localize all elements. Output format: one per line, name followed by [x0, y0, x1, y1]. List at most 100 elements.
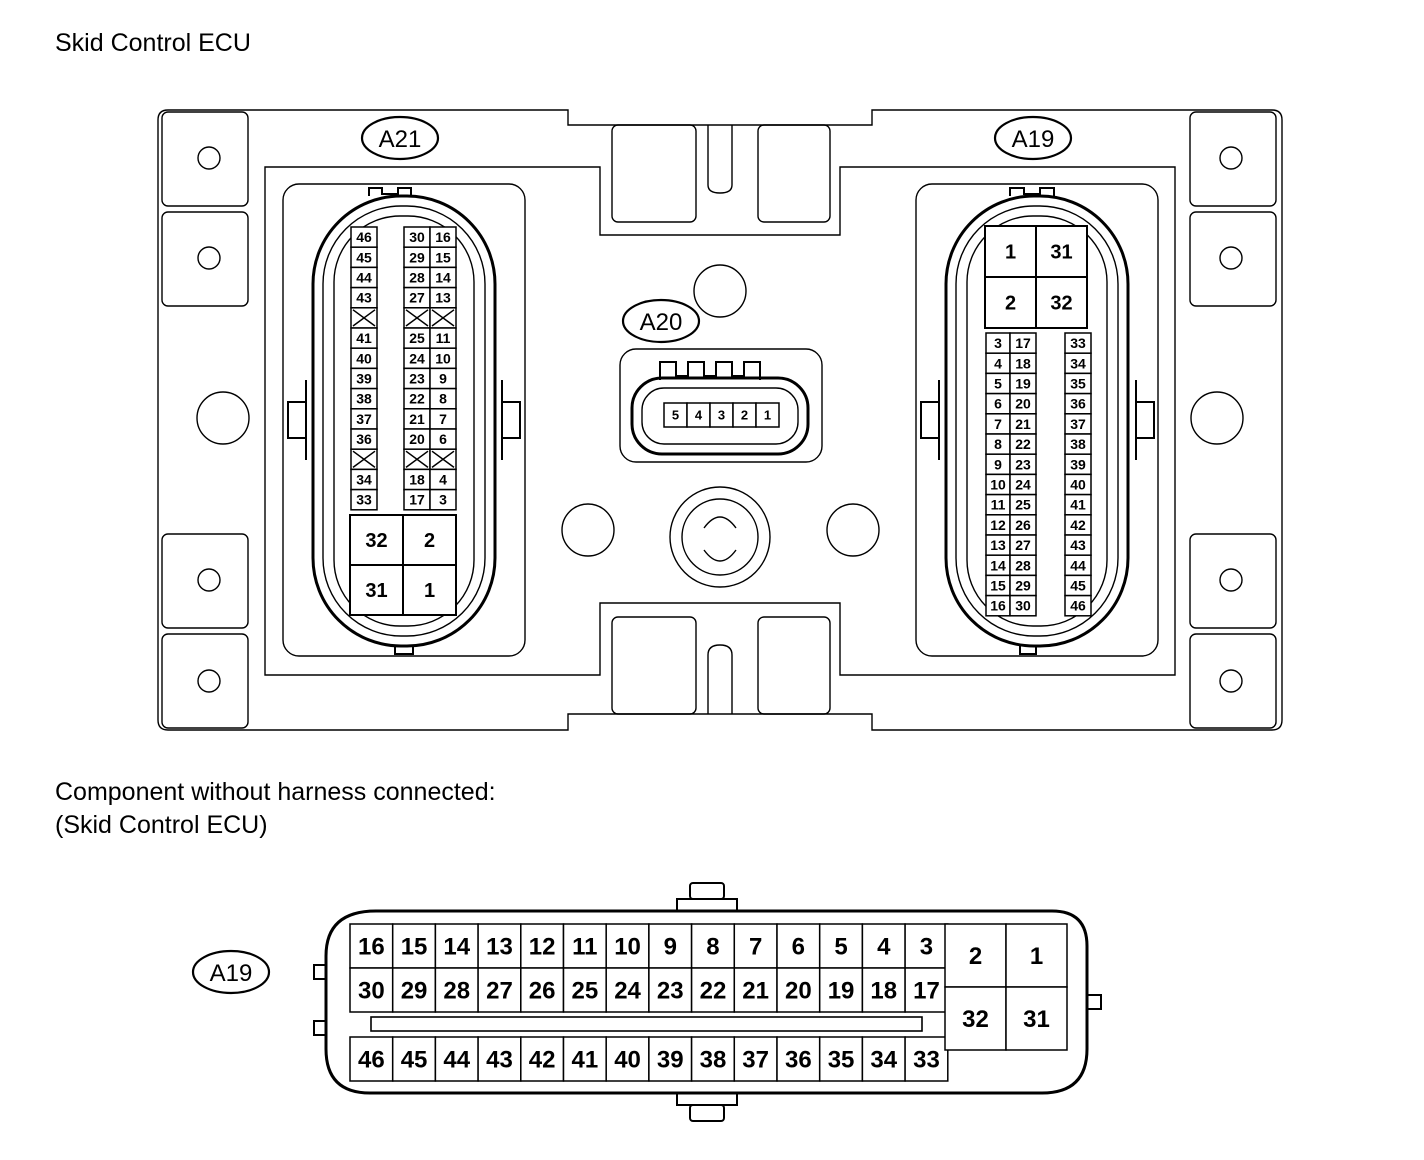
a19-label-bubble [993, 115, 1073, 161]
pin-number: 18 [409, 472, 425, 488]
a19-front-pin: 27 [477, 967, 522, 1013]
a19-pin: 38 [1064, 433, 1092, 455]
a21-pin: 9 [429, 367, 457, 390]
pin-number: 32 [962, 1006, 989, 1033]
a19-front-pin-large: 1 [1005, 923, 1068, 988]
a19-pin: 41 [1064, 493, 1092, 516]
pin-number: 1 [1030, 943, 1043, 970]
a19-pin: 33 [1064, 332, 1092, 354]
pin-number: 5 [994, 376, 1002, 392]
pin-number: 36 [356, 431, 372, 447]
pin-number: 11 [991, 497, 1006, 513]
pin-number: 42 [529, 1047, 556, 1074]
pin-number: 13 [486, 934, 513, 961]
pin-number: 39 [657, 1047, 684, 1074]
a19-front-pin: 36 [776, 1036, 821, 1082]
a21-pin: 10 [429, 347, 457, 370]
pin-number: 6 [994, 396, 1002, 412]
pin-number: 2 [1005, 293, 1016, 315]
pin-number: 27 [1015, 537, 1031, 553]
pin-number: 2 [741, 408, 748, 423]
pin-number: 4 [877, 934, 891, 961]
pin-number: 38 [1070, 436, 1086, 452]
a19-pin: 11 [985, 493, 1011, 516]
pin-number: 45 [401, 1047, 428, 1074]
pin-number: 45 [356, 249, 372, 265]
pin-number: 27 [409, 290, 425, 306]
a19-pin: 12 [985, 514, 1011, 536]
pin-number: 31 [1050, 242, 1072, 264]
pin-number: 44 [443, 1047, 470, 1074]
pin-number: 32 [1050, 293, 1072, 315]
pin-number: 26 [1015, 517, 1031, 533]
pin-number: 16 [990, 598, 1006, 614]
empty-cavity-x-mark [352, 309, 376, 327]
a19-pin-large: 32 [1035, 276, 1088, 329]
pin-number: 43 [356, 290, 372, 306]
pin-number: 7 [994, 416, 1002, 432]
pin-number: 1 [764, 408, 771, 423]
a21-pin [429, 448, 457, 471]
pin-number: 45 [1070, 578, 1086, 594]
a21-pin: 13 [429, 286, 457, 309]
pin-number: 22 [409, 391, 425, 407]
a19-pin: 20 [1009, 392, 1037, 415]
a19-pin: 39 [1064, 453, 1092, 476]
a19-front-pin-large: 31 [1005, 986, 1068, 1051]
pin-number: 43 [486, 1047, 513, 1074]
empty-cavity-x-mark [431, 450, 455, 469]
pin-number: 19 [828, 978, 855, 1005]
a19-front-pin: 21 [733, 967, 778, 1013]
a19-pin-large: 31 [1035, 225, 1088, 278]
a19-pin: 18 [1009, 352, 1037, 375]
pin-number: 8 [706, 934, 719, 961]
pin-number: 33 [356, 492, 372, 508]
pin-number: 2 [424, 530, 435, 552]
a19-pin-large: 2 [984, 276, 1037, 329]
pin-number: 10 [990, 477, 1006, 493]
pin-number: 11 [572, 934, 597, 961]
a19-pin: 25 [1009, 493, 1037, 516]
a19-front-pin: 7 [733, 923, 778, 969]
pin-number: 41 [1070, 497, 1086, 513]
a19-pin: 24 [1009, 473, 1037, 496]
pin-number: 28 [1015, 557, 1031, 573]
a19-pin: 4 [985, 352, 1011, 375]
pin-number: 23 [409, 371, 425, 387]
a21-pin: 18 [403, 468, 431, 491]
pin-number: 10 [614, 934, 641, 961]
pin-number: 22 [1015, 436, 1031, 452]
pin-number: 3 [994, 335, 1002, 351]
pin-number: 46 [1070, 598, 1086, 614]
a19-front-pin: 18 [861, 967, 906, 1013]
a19-pin-large: 1 [984, 225, 1037, 278]
pin-number: 17 [1015, 335, 1031, 351]
a21-pin [403, 448, 431, 471]
a19-pin: 10 [985, 473, 1011, 496]
a19-pin: 26 [1009, 514, 1037, 536]
pin-number: 5 [834, 934, 847, 961]
pin-number: 22 [700, 978, 727, 1005]
a21-pin: 40 [350, 347, 378, 370]
a19-front-pin: 20 [776, 967, 821, 1013]
a19-pin: 22 [1009, 433, 1037, 455]
a19-pin: 42 [1064, 514, 1092, 536]
a20-label-bubble [621, 298, 701, 344]
pin-number: 14 [443, 934, 470, 961]
pin-number: 15 [401, 934, 428, 961]
pin-number: 6 [792, 934, 805, 961]
pin-number: 29 [409, 249, 425, 265]
a19-front-pin: 40 [605, 1036, 650, 1082]
a19-front-pin: 13 [477, 923, 522, 969]
pin-number: 29 [1015, 578, 1031, 594]
a21-pin: 33 [350, 488, 378, 511]
pin-number: 4 [695, 408, 703, 423]
pin-number: 3 [718, 408, 725, 423]
a21-pin: 8 [429, 387, 457, 410]
pin-number: 10 [435, 350, 451, 366]
a21-pin: 28 [403, 266, 431, 289]
a19-front-label: A19 [210, 960, 253, 987]
pin-number: 36 [1070, 396, 1086, 412]
empty-cavity-x-mark [405, 450, 429, 469]
